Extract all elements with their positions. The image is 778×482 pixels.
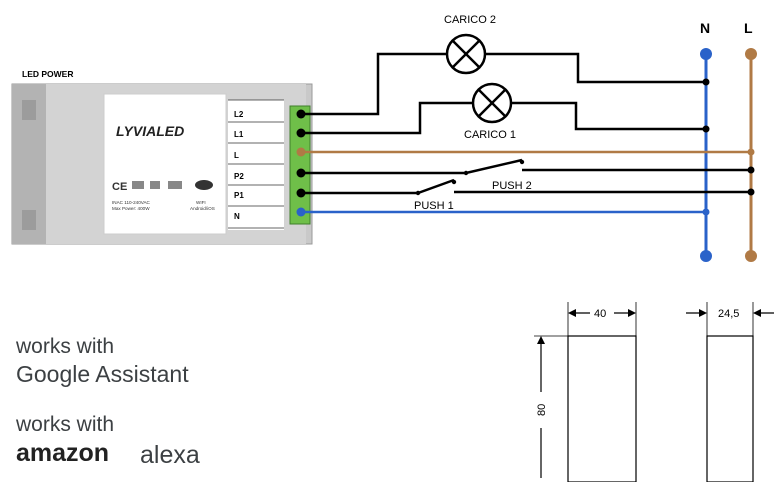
terminal-dot-p1 <box>296 188 306 198</box>
wire-carico2-neutral <box>486 52 706 84</box>
junction-carico1-n <box>702 125 710 133</box>
neutral-bus-bottom-cap <box>700 250 712 262</box>
neutral-bus-top-cap <box>700 48 712 60</box>
carico-2-label: CARICO 2 <box>444 14 496 26</box>
weee-icon <box>150 181 160 189</box>
dimension-width: 40 <box>594 308 606 320</box>
spec-os: Android/iOS <box>190 206 215 211</box>
terminal-label-p2: P2 <box>234 172 244 181</box>
rohs-icon <box>132 181 144 189</box>
arrow-height-top <box>537 336 545 344</box>
lamp-carico-1 <box>471 82 513 124</box>
google-works-with: works with <box>16 335 115 358</box>
dimension-depth: 24,5 <box>718 308 739 320</box>
push1-contact-a <box>415 190 421 196</box>
live-bus-bottom-cap <box>745 250 757 262</box>
terminal-block <box>289 105 311 225</box>
alexa-works-with: works with <box>16 413 115 436</box>
terminal-label-l2: L2 <box>234 110 244 119</box>
dimension-drawing <box>534 302 774 482</box>
spec-voltage: INAC 110-240VAC <box>112 200 151 205</box>
junction-push2-l <box>747 166 755 174</box>
terminal-dot-l1 <box>296 128 306 138</box>
brand-logo: LYVIALED <box>116 123 184 139</box>
amazon-wordmark: amazon <box>16 439 110 467</box>
wire-p1-push1 <box>301 178 455 195</box>
wire-p2-push2 <box>301 158 523 175</box>
terminal-dot-l <box>296 147 306 157</box>
live-bus-top-cap <box>745 48 757 60</box>
terminal-dot-p2 <box>296 168 306 178</box>
led-power-device: LYVIALED CE INAC 110-240VAC Max Power: 4… <box>11 83 313 245</box>
wire-l1-carico1 <box>301 101 472 135</box>
junction-push1-l <box>747 188 755 196</box>
push2-contact-a <box>463 170 469 176</box>
junction-neutral-n <box>702 208 710 216</box>
front-view-outline <box>567 335 637 482</box>
junction-carico2-n <box>702 78 710 86</box>
terminal-label-l: L <box>234 151 239 160</box>
arrow-depth-right <box>753 309 761 317</box>
side-view-outline <box>706 335 754 482</box>
device-header: LED POWER <box>22 69 73 79</box>
push-2-label: PUSH 2 <box>492 180 532 192</box>
push2-contact-b <box>519 159 525 165</box>
wire-l2-carico2 <box>301 52 446 116</box>
device-label <box>103 93 227 235</box>
spec-power: Max Power: 400W <box>112 206 150 211</box>
neutral-bus-label: N <box>700 20 710 36</box>
certification-icon <box>168 181 182 189</box>
carico-1-label: CARICO 1 <box>464 129 516 141</box>
alexa-wordmark: alexa <box>140 441 200 469</box>
dimension-height: 80 <box>536 404 548 416</box>
junction-live-l <box>747 148 755 156</box>
live-bus-label: L <box>744 20 753 36</box>
terminal-dot-n <box>296 207 306 217</box>
google-assistant-wordmark: Google Assistant <box>16 361 189 387</box>
terminal-dot-l2 <box>296 109 306 119</box>
lamp-carico-2 <box>445 33 487 75</box>
spec-wifi: WIFI <box>196 200 206 205</box>
push-1-label: PUSH 1 <box>414 200 454 212</box>
ce-mark: CE <box>112 181 127 193</box>
wire-carico1-neutral <box>512 101 706 131</box>
wifi-icon <box>195 180 213 190</box>
terminal-label-p1: P1 <box>234 191 244 200</box>
terminal-label-l1: L1 <box>234 130 244 139</box>
arrow-width-left <box>568 309 576 317</box>
push1-contact-b <box>451 179 457 185</box>
arrow-depth-left <box>699 309 707 317</box>
terminal-label-n: N <box>234 212 240 221</box>
arrow-width-right <box>628 309 636 317</box>
